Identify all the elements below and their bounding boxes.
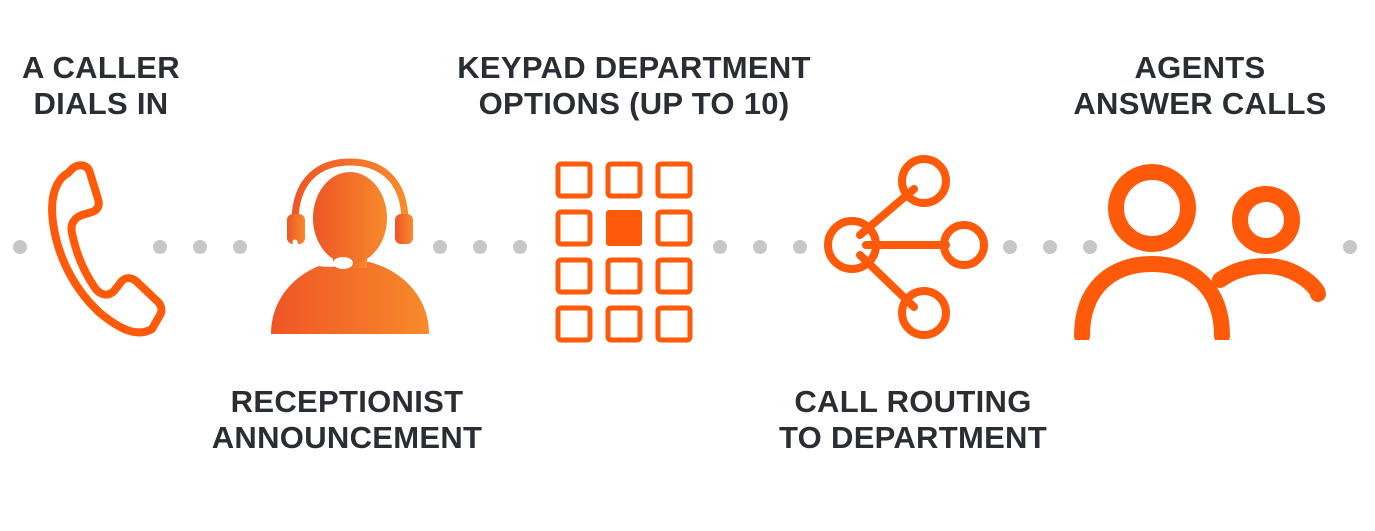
connector-dot bbox=[793, 240, 807, 254]
step-label-line: KEYPAD DEPARTMENT bbox=[457, 50, 811, 85]
connector-dot bbox=[513, 240, 527, 254]
connector-dot bbox=[1003, 240, 1017, 254]
step-label-caller: A CALLER DIALS IN bbox=[10, 50, 192, 122]
connector-dot bbox=[13, 240, 27, 254]
step-label-line: RECEPTIONIST bbox=[230, 384, 464, 419]
step-label-agents: AGENTS ANSWER CALLS bbox=[1062, 50, 1338, 122]
connector-dot bbox=[473, 240, 487, 254]
share-network-icon bbox=[824, 155, 988, 339]
connector-dot bbox=[753, 240, 767, 254]
step-label-line: A CALLER bbox=[22, 50, 180, 85]
step-label-line: OPTIONS (UP TO 10) bbox=[478, 86, 790, 121]
connector-dot bbox=[1083, 240, 1097, 254]
keypad-grid-icon bbox=[555, 161, 693, 343]
step-label-line: ANNOUNCEMENT bbox=[211, 420, 483, 455]
phone-handset-icon bbox=[48, 161, 166, 337]
connector-dot bbox=[433, 240, 447, 254]
connector-dot bbox=[193, 240, 207, 254]
headset-agent-icon bbox=[271, 158, 429, 334]
connector-dot bbox=[1343, 240, 1357, 254]
step-label-line: ANSWER CALLS bbox=[1073, 86, 1327, 121]
step-label-line: CALL ROUTING bbox=[794, 384, 1032, 419]
connector-dot bbox=[1043, 240, 1057, 254]
step-label-keypad: KEYPAD DEPARTMENT OPTIONS (UP TO 10) bbox=[452, 50, 816, 122]
connector-dot bbox=[233, 240, 247, 254]
step-label-line: TO DEPARTMENT bbox=[779, 420, 1047, 455]
step-label-line: AGENTS bbox=[1134, 50, 1266, 85]
step-label-line: DIALS IN bbox=[33, 86, 169, 121]
step-label-routing: CALL ROUTING TO DEPARTMENT bbox=[770, 384, 1056, 456]
connector-dot bbox=[153, 240, 167, 254]
connector-dot bbox=[713, 240, 727, 254]
step-label-receptionist: RECEPTIONIST ANNOUNCEMENT bbox=[206, 384, 488, 456]
users-group-icon bbox=[1074, 164, 1326, 340]
